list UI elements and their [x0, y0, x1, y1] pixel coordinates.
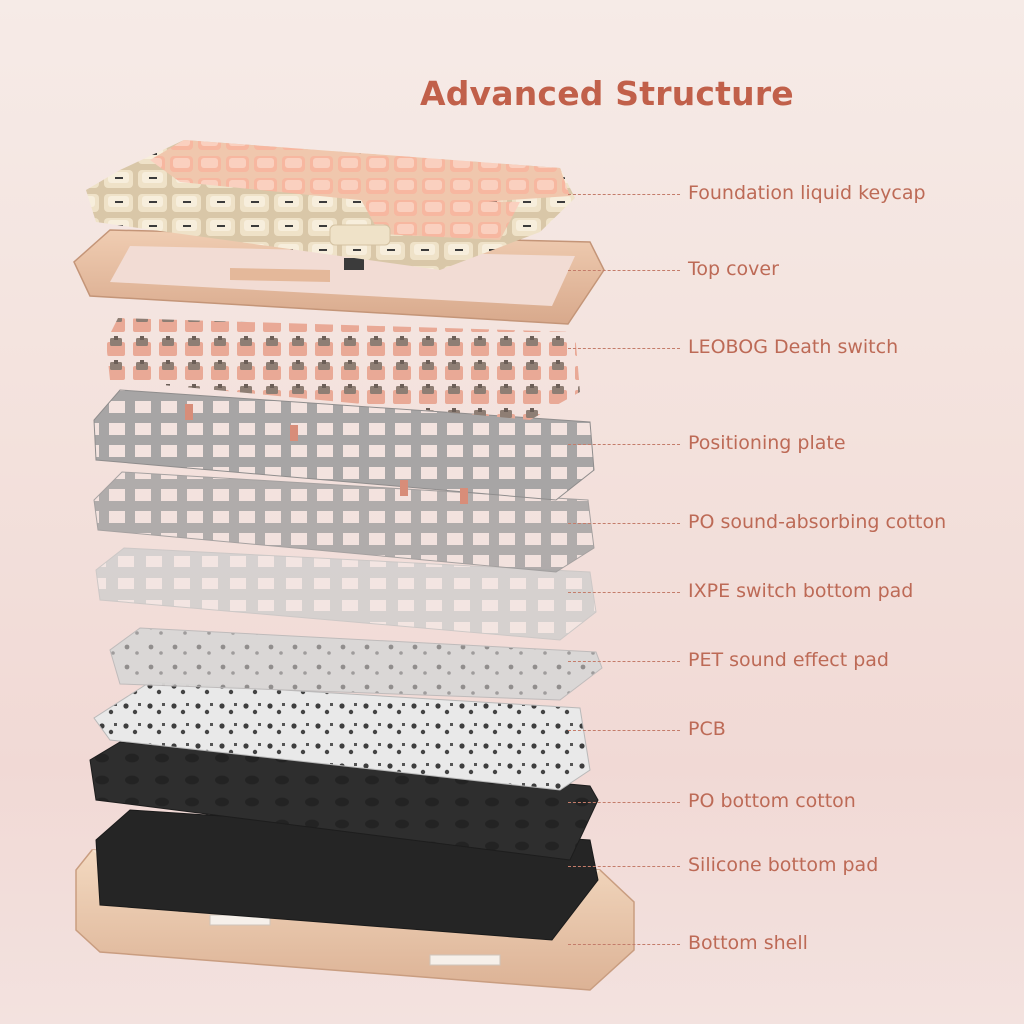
leader-line [568, 802, 680, 803]
leader-line [568, 866, 680, 867]
leader-line [568, 348, 680, 349]
label-bottom-shell: Bottom shell [688, 932, 808, 954]
leader-line [568, 444, 680, 445]
label-silicone-bottom-pad: Silicone bottom pad [688, 854, 879, 876]
leader-line [568, 944, 680, 945]
leader-line [568, 730, 680, 731]
label-pet-sound-effect-pad: PET sound effect pad [688, 649, 889, 671]
label-po-sound-absorbing-cotton: PO sound-absorbing cotton [688, 511, 947, 533]
label-leobog-death-switch: LEOBOG Death switch [688, 336, 899, 358]
switch-layer [106, 318, 580, 420]
pet-sound-effect-pad-layer [109, 627, 603, 701]
pcb-layer [93, 681, 591, 791]
po-sound-absorbing-cotton-layer [93, 471, 595, 573]
leader-line [568, 592, 680, 593]
po-bottom-cotton-layer [89, 741, 599, 861]
leader-line [568, 270, 680, 271]
label-po-bottom-cotton: PO bottom cotton [688, 790, 856, 812]
label-foundation-liquid-keycap: Foundation liquid keycap [688, 182, 926, 204]
label-pcb: PCB [688, 718, 726, 740]
keycap-layer [86, 140, 575, 270]
label-positioning-plate: Positioning plate [688, 432, 846, 454]
positioning-plate-layer [93, 389, 595, 504]
leader-line [568, 523, 680, 524]
leader-line [568, 194, 680, 195]
page-title: Advanced Structure [420, 74, 794, 113]
label-top-cover: Top cover [688, 258, 779, 280]
ixpe-switch-bottom-pad-layer [95, 547, 597, 641]
leader-line [568, 661, 680, 662]
label-ixpe-switch-bottom-pad: IXPE switch bottom pad [688, 580, 914, 602]
